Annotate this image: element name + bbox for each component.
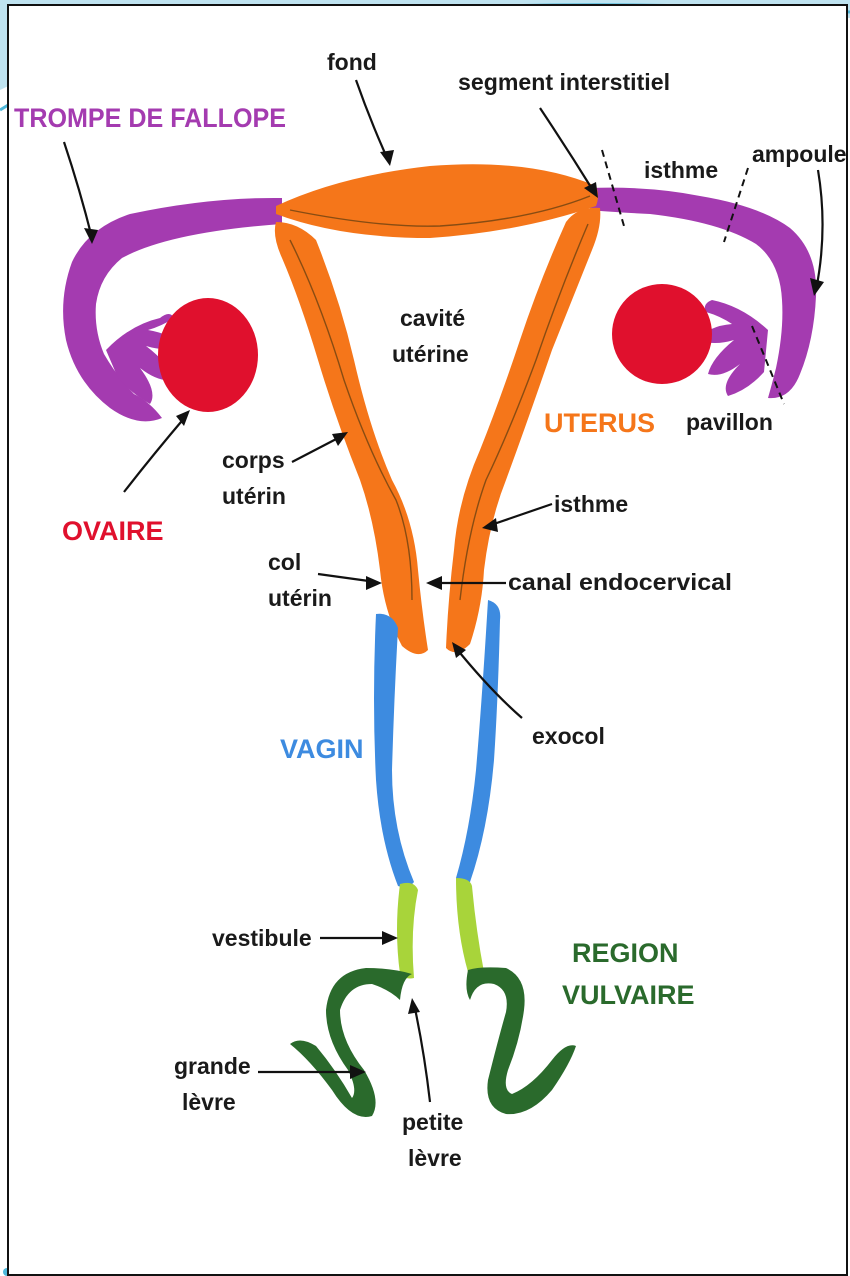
- label-grande-2: lèvre: [182, 1089, 236, 1115]
- label-exocol: exocol: [532, 723, 605, 749]
- label-petite-1: petite: [402, 1109, 463, 1135]
- arrow-isthme-uterus: [488, 504, 552, 526]
- label-trompe-de-fallope: TROMPE DE FALLOPE: [14, 103, 286, 133]
- arrow-corps: [292, 436, 342, 462]
- right-labia: [466, 967, 576, 1114]
- left-labia: [290, 968, 412, 1117]
- arrowhead-petite: [408, 998, 420, 1014]
- label-canal-endocervical: canal endocervical: [508, 569, 732, 595]
- arrowhead-col: [366, 576, 382, 590]
- label-grande-1: grande: [174, 1053, 251, 1079]
- label-isthme-trompe: isthme: [644, 157, 718, 183]
- label-segment-interstitiel: segment interstitiel: [458, 69, 670, 95]
- vagina: [374, 600, 500, 887]
- label-cavite-2: utérine: [392, 341, 469, 367]
- uterine-fundus: [276, 164, 598, 238]
- label-ampoule: ampoule: [752, 141, 847, 167]
- arrowhead-canal: [426, 576, 442, 590]
- vulva: [290, 967, 576, 1117]
- vestibule: [397, 878, 484, 979]
- label-fond: fond: [327, 49, 377, 75]
- label-corps-2: utérin: [222, 483, 286, 509]
- label-isthme-uterus: isthme: [554, 491, 628, 517]
- label-pavillon: pavillon: [686, 409, 773, 435]
- right-vestibule: [456, 878, 484, 975]
- arrow-petite: [414, 1004, 430, 1102]
- left-ovary: [158, 298, 258, 412]
- arrow-ovaire: [124, 416, 186, 492]
- right-fallopian-tube: [590, 188, 816, 398]
- label-region-1: REGION: [572, 938, 679, 968]
- label-cavite-1: cavité: [400, 305, 465, 331]
- arrowhead-fond: [380, 150, 394, 166]
- label-col-2: utérin: [268, 585, 332, 611]
- left-vaginal-wall: [374, 614, 414, 888]
- label-vagin: VAGIN: [280, 734, 364, 764]
- left-vestibule: [397, 883, 418, 979]
- arrow-trompe: [64, 142, 92, 238]
- arrow-fond: [356, 80, 388, 160]
- label-petite-2: lèvre: [408, 1145, 462, 1171]
- label-region-2: VULVAIRE: [562, 980, 695, 1010]
- label-corps-1: corps: [222, 447, 285, 473]
- arrowhead-ovaire: [176, 410, 190, 426]
- arrow-ampoule: [816, 170, 823, 290]
- label-ovaire: OVAIRE: [62, 516, 164, 546]
- arrowhead-vestibule: [382, 931, 398, 945]
- right-ovary: [612, 284, 712, 384]
- label-col-1: col: [268, 549, 301, 575]
- label-uterus: UTERUS: [544, 408, 655, 438]
- label-vestibule: vestibule: [212, 925, 312, 951]
